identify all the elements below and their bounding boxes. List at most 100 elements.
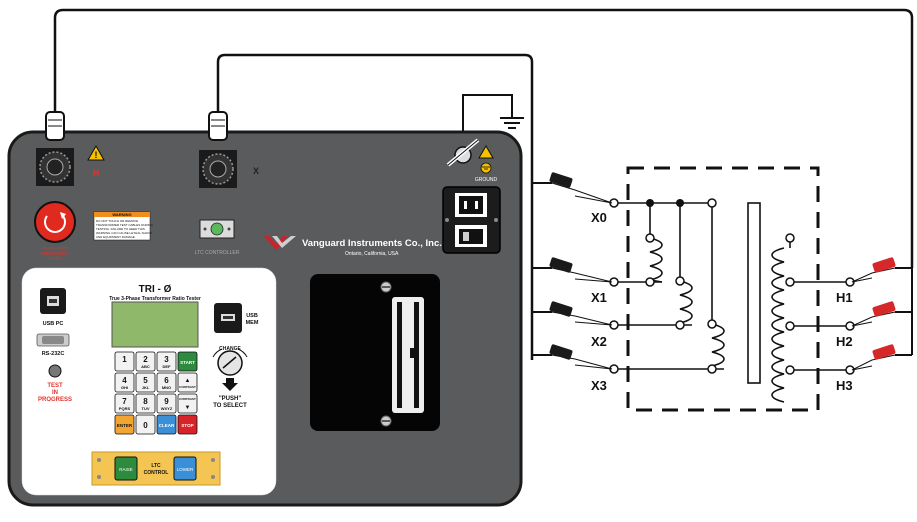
to-select-label: TO SELECT <box>213 403 247 409</box>
key-6-text-1: MNO <box>162 385 171 390</box>
terminal-x0-label: X0 <box>591 210 607 225</box>
h-cable-leads <box>895 267 913 356</box>
usb-mem-port[interactable] <box>214 303 242 333</box>
power-inlet[interactable] <box>442 186 501 254</box>
h-port-connector[interactable] <box>36 148 74 186</box>
key-4-text-1: GHI <box>121 385 128 390</box>
test-in-progress-line-2: IN <box>52 390 58 396</box>
brand-location: Ontario, California, USA <box>345 251 399 257</box>
terminal-x1-label: X1 <box>591 290 607 305</box>
x-port-label: X <box>253 166 259 176</box>
ltc-screw-left-bottom <box>97 475 101 479</box>
test-in-progress-line-1: TEST <box>47 383 63 389</box>
ltc-screw-right-bottom <box>211 475 215 479</box>
ground-wire <box>462 94 524 148</box>
clip-h1[interactable] <box>851 257 896 283</box>
contrast-up-button[interactable]: ▲CONTRAST <box>177 372 198 393</box>
x0-junction-1 <box>646 199 654 207</box>
key-5-text-0: 5 <box>143 376 148 385</box>
lcd-display <box>111 301 199 348</box>
usb-pc-port[interactable] <box>40 288 66 314</box>
h-cable <box>53 8 914 268</box>
brand-name: Vanguard Instruments Co., Inc. <box>302 238 442 249</box>
terminal-h2-label: H2 <box>836 334 853 349</box>
enter-button[interactable]: ENTER <box>114 414 135 435</box>
rotate-left-arrow-icon <box>212 348 223 358</box>
terminal-h1-label: H1 <box>836 290 853 305</box>
x-side-windings <box>614 202 725 370</box>
key-1[interactable]: 1 <box>114 351 135 372</box>
warning-line-2: TRANSFORMER TEST CABLES DURING <box>96 223 154 227</box>
warning-line-4: WARNING CAN CAUSE LETHAL SHOCK <box>96 231 152 235</box>
rs232-label: RS-232C <box>42 351 65 357</box>
emergency-stop-button[interactable] <box>34 201 76 243</box>
ltc-screw-right-top <box>211 458 215 462</box>
warning-icon: ! <box>87 144 105 161</box>
clip-h3[interactable] <box>851 344 896 371</box>
x-cable-plug <box>208 111 228 141</box>
printer-compartment <box>310 274 440 431</box>
lower-button[interactable]: LOWER <box>173 456 197 481</box>
stop-button-text-0: STOP <box>181 423 193 428</box>
start-button-text-0: START <box>180 360 195 365</box>
key-1-text-0: 1 <box>122 355 127 364</box>
key-7-text-1: PQRS <box>119 406 131 411</box>
model-title: TRI - Ø <box>139 284 172 295</box>
start-button[interactable]: START <box>177 351 198 372</box>
ground-warning-icon <box>478 145 494 159</box>
test-in-progress-line-3: PROGRESS <box>38 397 72 403</box>
clip-x3[interactable] <box>549 344 613 370</box>
key-0-text-0: 0 <box>143 421 148 430</box>
stop-button[interactable]: STOP <box>177 414 198 435</box>
ground-terminal[interactable] <box>446 138 480 167</box>
clear-button[interactable]: CLEAR <box>156 414 177 435</box>
rotate-right-arrow-icon <box>237 348 248 358</box>
terminal-h3-label: H3 <box>836 378 853 393</box>
ltc-screw-left-top <box>97 458 101 462</box>
h-side-windings <box>747 202 850 403</box>
transformer-boundary <box>626 166 820 412</box>
contrast-down-button[interactable]: CONTRAST ▼ <box>177 393 198 414</box>
ltc-controller-port[interactable] <box>199 219 235 239</box>
key-4-text-0: 4 <box>122 376 127 385</box>
enter-button-text-0: ENTER <box>117 423 133 428</box>
warning-line-1: DO NOT TOUCH OR REMOVE <box>96 219 138 223</box>
clip-h2[interactable] <box>851 301 896 327</box>
warning-label-title: WARNING <box>112 212 131 217</box>
contrast-up-button-text-0: ▲ <box>185 378 191 384</box>
test-in-progress-lamp <box>48 364 62 378</box>
lower-label: LOWER <box>177 467 194 472</box>
h-port-label: H <box>93 168 100 178</box>
inlet-screw-left <box>445 218 449 222</box>
usb-mem-label-2: MEM <box>246 320 259 326</box>
raise-label: RAISE <box>119 467 133 472</box>
ground-label: GROUND <box>475 177 498 183</box>
warning-label: WARNING DO NOT TOUCH OR REMOVE TRANSFORM… <box>93 211 154 241</box>
raise-button[interactable]: RAISE <box>114 456 138 481</box>
ground-icon <box>480 162 492 174</box>
rs232-port[interactable] <box>36 333 70 347</box>
clip-x1[interactable] <box>549 257 613 283</box>
key-8-text-0: 8 <box>143 397 148 406</box>
x-port-connector[interactable] <box>199 150 237 188</box>
contrast-down-button-text-1: ▼ <box>185 405 191 411</box>
brand-logo <box>264 236 296 250</box>
contrast-down-button-text-0: CONTRAST <box>179 397 196 401</box>
ltc-port-label: LTC CONTROLLER <box>195 250 240 256</box>
terminal-x2-label: X2 <box>591 334 607 349</box>
clip-x0[interactable] <box>549 172 613 204</box>
key-0[interactable]: 0 <box>135 414 156 435</box>
clip-x2[interactable] <box>549 301 613 326</box>
x0-junction-2 <box>676 199 684 207</box>
rotary-select-knob[interactable] <box>217 350 243 376</box>
key-2-text-1: ABC <box>141 364 150 369</box>
